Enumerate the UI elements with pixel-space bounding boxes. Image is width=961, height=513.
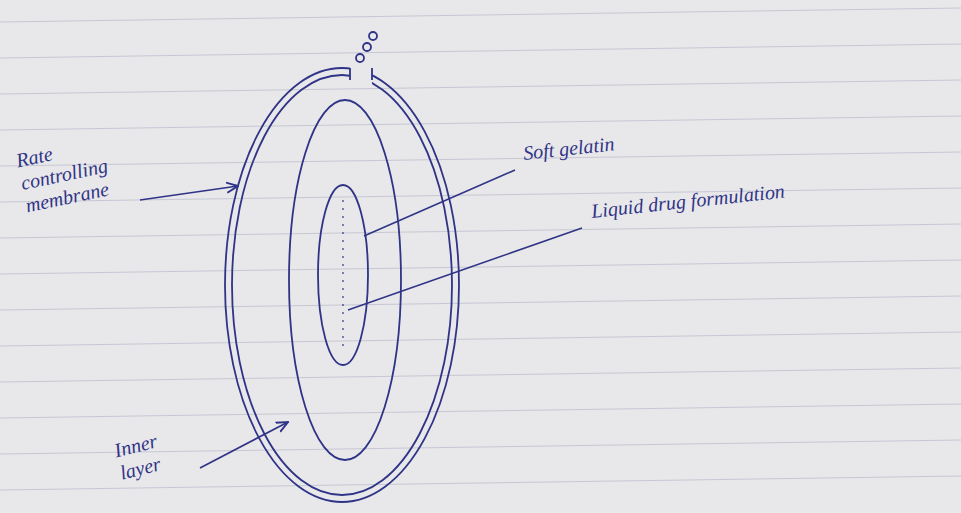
- part-label: Rate controlling membrane: [14, 125, 148, 218]
- opening-edge: [371, 68, 373, 80]
- part-label: Inner layer: [112, 419, 207, 484]
- drug-core: [318, 185, 368, 365]
- inner-layer: [289, 100, 401, 460]
- leader-line: [348, 228, 582, 310]
- leader-arrow: [140, 186, 238, 200]
- drug-droplet: [369, 32, 377, 40]
- part-label: Liquid drug formulation: [590, 164, 931, 222]
- part-label: Soft gelatin: [522, 129, 644, 164]
- membrane-opening: [350, 60, 372, 84]
- core-dots: [342, 200, 343, 350]
- drug-droplet: [356, 54, 364, 62]
- drug-droplet: [363, 43, 371, 51]
- leader-arrow: [200, 422, 288, 468]
- opening-edge: [349, 68, 351, 80]
- leader-line: [364, 170, 515, 236]
- notebook-rules: [0, 8, 961, 490]
